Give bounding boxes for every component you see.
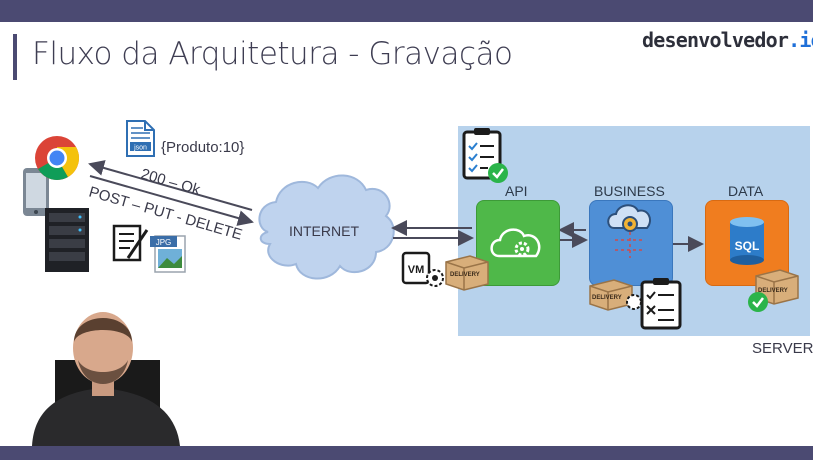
payload-label: {Produto:10} xyxy=(161,139,244,156)
brand-logo: desenvolvedor.io xyxy=(642,28,813,52)
brand-tld: .io xyxy=(788,28,813,52)
sql-database-icon: SQL xyxy=(730,217,764,265)
delivery-label-api: DELIVERY xyxy=(450,272,480,278)
check-icon xyxy=(748,292,768,312)
title-accent xyxy=(13,34,17,80)
presenter-video xyxy=(32,312,180,446)
json-file-icon: json xyxy=(126,120,155,157)
api-layer-box xyxy=(476,200,560,286)
jpg-image-icon: JPG xyxy=(150,235,186,273)
sql-label: SQL xyxy=(735,239,760,253)
vm-icon: VM xyxy=(401,251,444,287)
phone-icon xyxy=(23,168,49,216)
slide-title: Fluxo da Arquitetura - Gravação xyxy=(32,36,513,72)
document-edit-icon xyxy=(112,224,149,262)
checklist-clipboard-icon xyxy=(462,128,508,183)
delivery-box-icon: DELIVERY xyxy=(445,255,489,291)
vm-label: VM xyxy=(408,264,425,276)
chrome-icon xyxy=(35,136,79,180)
api-cloud-gear-icon xyxy=(490,228,541,258)
api-label: API xyxy=(505,183,528,199)
delivery-box-business-icon: DELIVERY xyxy=(589,279,642,311)
jpg-tag: JPG xyxy=(156,238,172,247)
json-tag: json xyxy=(133,145,147,152)
top-bar xyxy=(0,0,813,22)
delivery-label-business: DELIVERY xyxy=(592,295,622,301)
response-arrow xyxy=(88,160,253,211)
checklist-clipboard-business-icon xyxy=(640,278,682,330)
server-label: SERVER xyxy=(752,340,813,357)
internet-label: INTERNET xyxy=(289,223,359,239)
business-cloud-gear-icon xyxy=(607,204,651,258)
brand-name: desenvolvedor xyxy=(642,28,789,52)
delivery-label-data: DELIVERY xyxy=(758,288,788,294)
bottom-bar xyxy=(0,446,813,460)
business-label: BUSINESS xyxy=(594,183,665,199)
server-tower-icon xyxy=(45,208,89,272)
request-arrow xyxy=(89,175,254,226)
data-label: DATA xyxy=(728,183,764,199)
